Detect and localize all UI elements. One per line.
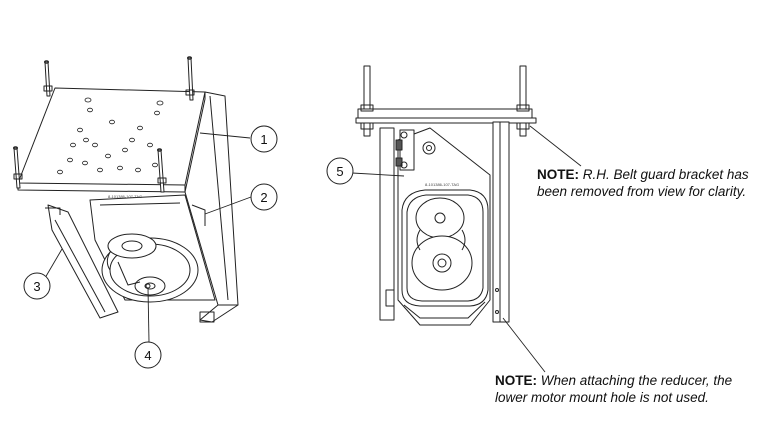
front-left-frame <box>379 127 395 321</box>
note-text-line1: When attaching the reducer, the <box>540 373 733 388</box>
part-tag-right: 8-101386-107-TAG <box>425 182 459 187</box>
right-front-assembly: 8-101386-107-TAG <box>355 65 537 326</box>
mounting-studs <box>13 56 195 193</box>
top-mounting-plate <box>17 87 206 186</box>
svg-text:5: 5 <box>336 164 343 179</box>
note-text-line1: R.H. Belt guard bracket has <box>582 167 749 182</box>
callout-2: 2 <box>250 183 278 211</box>
callout-3: 3 <box>23 272 51 300</box>
gear-reducer <box>101 233 199 303</box>
plate-holes <box>57 97 164 175</box>
callout-5: 5 <box>326 157 354 185</box>
gear-lobes <box>411 197 473 291</box>
note-label: NOTE: <box>495 373 537 388</box>
svg-text:3: 3 <box>33 279 40 294</box>
left-isometric-assembly: 8-101386-107-TAG <box>13 56 239 323</box>
note-reducer-mount: NOTE: When attaching the reducer, the lo… <box>495 372 732 406</box>
callout-4: 4 <box>134 341 162 369</box>
note-belt-guard: NOTE: R.H. Belt guard bracket has been r… <box>537 166 749 200</box>
callout-leaders <box>44 125 582 373</box>
note-text-line2: lower motor mount hole is not used. <box>495 390 709 405</box>
svg-text:4: 4 <box>144 348 151 363</box>
callout-1: 1 <box>250 125 278 153</box>
front-right-frame <box>492 121 510 323</box>
svg-text:1: 1 <box>260 132 267 147</box>
part-tag-left: 8-101386-107-TAG <box>108 194 142 199</box>
svg-text:2: 2 <box>260 190 267 205</box>
note-text-line2: been removed from view for clarity. <box>537 184 747 199</box>
front-top-plate <box>357 108 533 119</box>
left-side-bracket <box>47 204 119 319</box>
note-label: NOTE: <box>537 167 579 182</box>
